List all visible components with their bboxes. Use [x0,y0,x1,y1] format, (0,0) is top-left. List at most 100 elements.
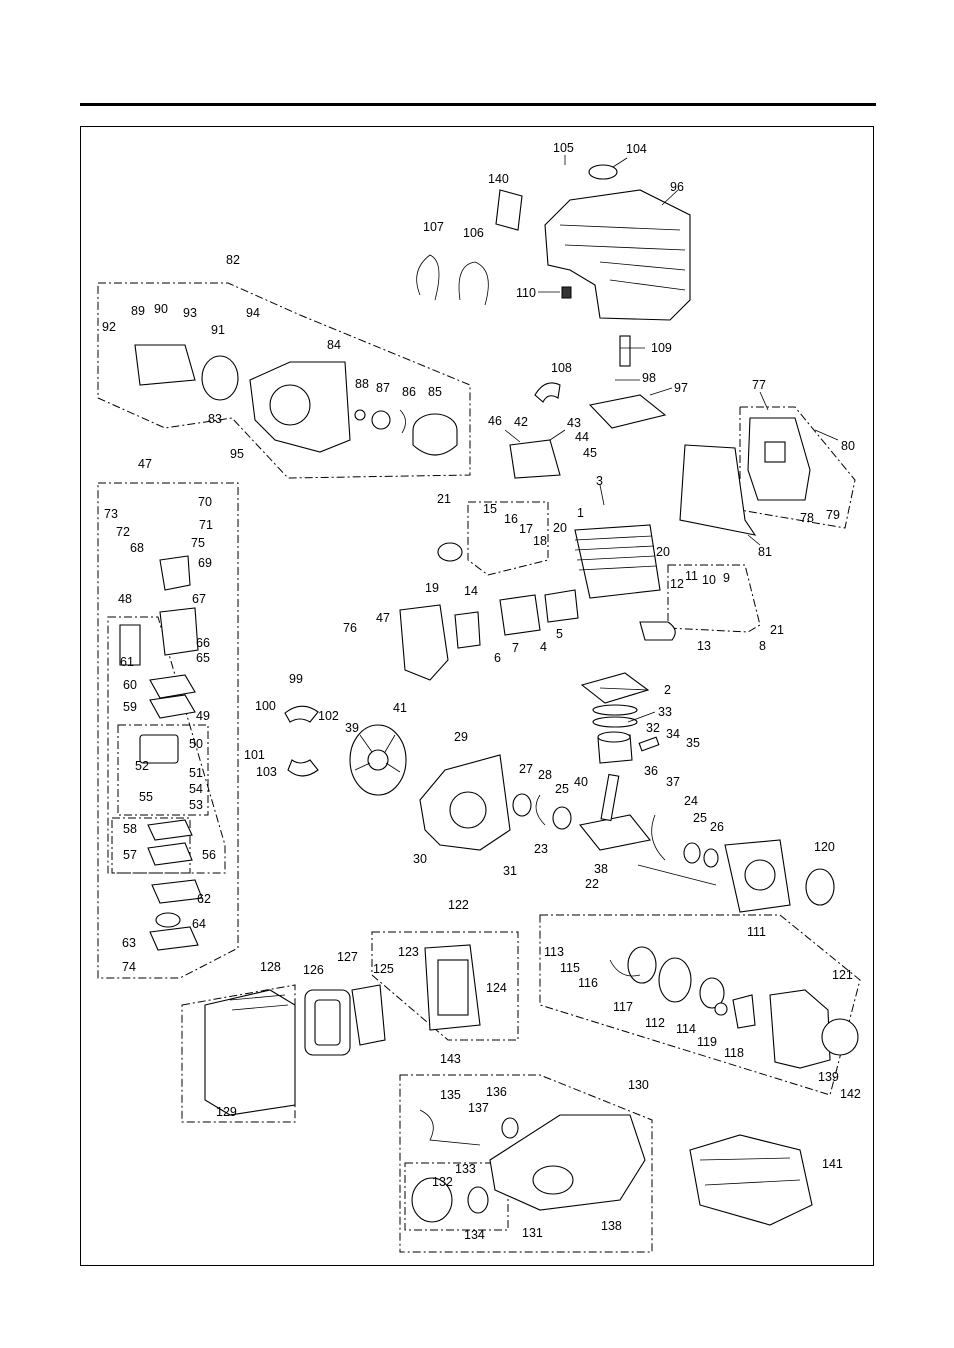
label-119: 119 [697,1035,717,1049]
label-106: 106 [463,226,484,240]
label-134: 134 [464,1228,485,1242]
label-53: 53 [189,798,203,812]
label-25a: 25 [555,782,569,796]
label-35: 35 [686,736,700,750]
label-56: 56 [202,848,216,862]
diagram-frame [80,126,874,1266]
label-136: 136 [486,1085,507,1099]
part-drawings [119,164,859,1226]
label-26: 26 [710,820,724,834]
label-97: 97 [674,381,688,395]
label-107: 107 [423,220,444,234]
label-9: 9 [723,571,730,585]
label-86: 86 [402,385,416,399]
label-45: 45 [583,446,597,460]
label-61: 61 [120,655,134,669]
header-rule [80,103,876,106]
label-38: 38 [594,862,608,876]
label-114: 114 [676,1022,696,1036]
label-30: 30 [413,852,427,866]
label-77: 77 [752,378,766,392]
label-101: 101 [244,748,265,762]
label-109: 109 [651,341,672,355]
label-37: 37 [666,775,680,789]
label-62: 62 [197,892,211,906]
label-23: 23 [534,842,548,856]
label-74: 74 [122,960,136,974]
label-76: 76 [343,621,357,635]
label-8: 8 [759,639,766,653]
label-33: 33 [658,705,672,719]
label-66: 66 [196,636,210,650]
label-20b: 20 [656,545,670,559]
label-52: 52 [135,759,149,773]
label-46: 46 [488,414,502,428]
label-11: 11 [685,569,698,583]
label-70: 70 [198,495,212,509]
label-98: 98 [642,371,656,385]
label-39: 39 [345,721,359,735]
label-22: 22 [585,877,599,891]
label-95: 95 [230,447,244,461]
label-47a: 47 [138,457,152,471]
label-128: 128 [260,960,281,974]
label-83: 83 [208,412,222,426]
label-122: 122 [448,898,469,912]
label-118: 118 [724,1046,744,1060]
label-78: 78 [800,511,814,525]
label-79: 79 [826,508,840,522]
label-68: 68 [130,541,144,555]
label-123: 123 [398,945,419,959]
label-57: 57 [123,848,137,862]
label-50: 50 [189,737,203,751]
label-2: 2 [664,683,671,697]
label-44: 44 [575,430,589,444]
label-143: 143 [440,1052,461,1066]
label-13: 13 [697,639,711,653]
label-60: 60 [123,678,137,692]
label-133: 133 [455,1162,476,1176]
label-25b: 25 [693,811,707,825]
label-17: 17 [519,522,533,536]
label-110: 110 [516,286,536,300]
label-27: 27 [519,762,533,776]
label-19: 19 [425,581,439,595]
label-99: 99 [289,672,303,686]
label-48: 48 [118,592,132,606]
label-31: 31 [503,864,517,878]
label-7: 7 [512,641,519,655]
label-12: 12 [670,577,684,591]
label-142: 142 [840,1087,861,1101]
label-132: 132 [432,1175,453,1189]
label-87: 87 [376,381,390,395]
leader-lines [504,155,839,886]
label-91: 91 [211,323,225,337]
label-140: 140 [488,172,509,186]
label-80: 80 [841,439,855,453]
label-129: 129 [216,1105,237,1119]
label-10: 10 [702,573,716,587]
label-141: 141 [822,1157,843,1171]
label-88: 88 [355,377,369,391]
label-82: 82 [226,253,240,267]
label-20a: 20 [553,521,567,535]
label-105: 105 [553,141,574,155]
label-100: 100 [255,699,276,713]
label-21a: 21 [437,492,451,506]
label-21b: 21 [770,623,784,637]
label-40: 40 [574,775,588,789]
label-135: 135 [440,1088,461,1102]
label-49: 49 [196,709,210,723]
label-137: 137 [468,1101,489,1115]
label-63: 63 [122,936,136,950]
label-18: 18 [533,534,547,548]
label-130: 130 [628,1078,649,1092]
label-125: 125 [373,962,394,976]
label-59: 59 [123,700,137,714]
part-labels: 1 2 3 4 5 6 7 8 9 10 11 12 13 14 15 16 1… [102,141,861,1242]
label-4: 4 [540,640,547,654]
label-103: 103 [256,765,277,779]
label-115: 115 [560,961,580,975]
label-55: 55 [139,790,153,804]
